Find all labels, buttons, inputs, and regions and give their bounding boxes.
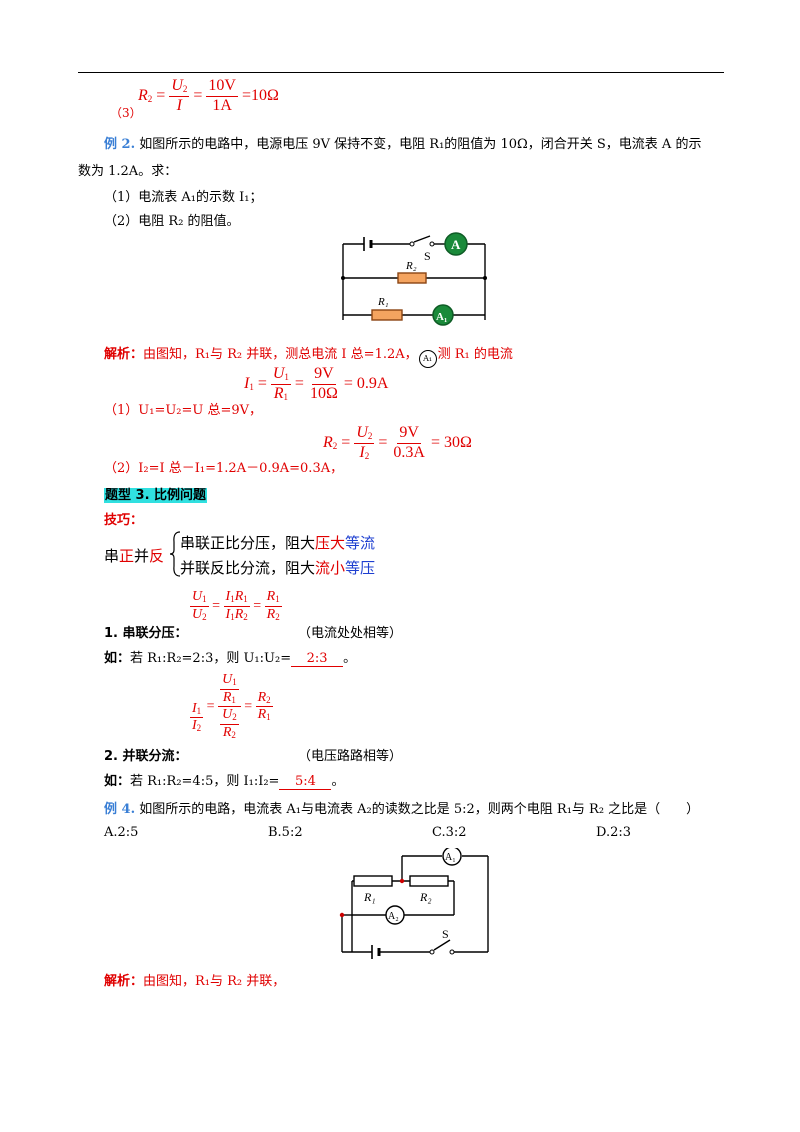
- ammeter-a1-label: A₁: [445, 852, 456, 863]
- parallel-note: （电压路路相等）: [298, 749, 403, 764]
- option-d[interactable]: D.2:3: [596, 825, 632, 840]
- example4-solution: 解析：由图知，R₁与 R₂ 并联，: [104, 974, 286, 989]
- tip-label: 技巧：: [104, 513, 144, 528]
- example2-line2: 数为 1.2A。求：: [78, 164, 178, 179]
- junction-right: [483, 276, 487, 280]
- series-example: 如：若 R₁:R₂=2:3，则 U₁:U₂=2:3。: [104, 651, 357, 667]
- ammeter-a1-icon: [432, 304, 454, 326]
- resistor-r2-label: R₂: [405, 260, 417, 272]
- example4-question: 例 4. 如图所示的电路，电流表 A₁与电流表 A₂的读数之比是 5:2，则两个…: [104, 802, 700, 817]
- ammeter-a1-circle-icon: A₁: [418, 350, 437, 368]
- ammeter-a2-label: A₂: [388, 911, 399, 922]
- resistor-r2: [397, 272, 427, 284]
- ammeter-a1-icon: [442, 848, 462, 866]
- example2-line1: 例 2. 如图所示的电路中，电源电压 9V 保持不变，电阻 R₁的阻值为 10Ω…: [104, 137, 702, 152]
- mnemonic-prefix: 串正并反: [104, 547, 165, 565]
- type3-heading: 题型 3. 比例问题: [104, 488, 208, 503]
- example2-question2: （2）电阻 R₂ 的阻值。: [104, 214, 240, 229]
- rule-series: 串联正比分压，阻大压大等流: [180, 534, 376, 552]
- parallel-title: 2. 并联分流：: [104, 749, 188, 764]
- resistor-r1-label: R₁: [377, 296, 389, 308]
- ammeter-a2-icon: [385, 905, 405, 925]
- switch-contact-left: [429, 949, 435, 955]
- switch-contact-right: [429, 241, 435, 247]
- parallel-example: 如：若 R₁:R₂=4:5，则 I₁:I₂=5:4。: [104, 774, 345, 790]
- switch-contact-right: [449, 949, 455, 955]
- junction-left: [339, 912, 345, 918]
- junction-middle: [399, 878, 405, 884]
- ammeter-a1-label: A₁: [436, 311, 447, 323]
- ammeter-a-icon: [444, 232, 468, 256]
- example4-circuit-diagram: R₁ R₂ A₁ A₂ S: [339, 848, 489, 959]
- example2-step1: （1）U₁=U₂=U 总=9V，: [104, 403, 263, 418]
- option-c[interactable]: C.3:2: [432, 825, 467, 840]
- rule-parallel: 并联反比分流，阻大流小等压: [180, 559, 376, 577]
- switch-label: S: [442, 927, 449, 941]
- resistor-r2: [409, 875, 449, 887]
- resistor-r1-label: R₁: [363, 890, 376, 904]
- resistor-r1: [371, 309, 403, 321]
- series-title: 1. 串联分压：: [104, 626, 188, 641]
- example2-step2: （2）I₂=I 总－I₁=1.2A－0.9A=0.3A，: [104, 461, 344, 476]
- example2-circuit-diagram: S A R₂ R₁ A₁: [341, 232, 487, 326]
- switch-contact-left: [409, 241, 415, 247]
- junction-left: [341, 276, 345, 280]
- option-b[interactable]: B.5:2: [268, 825, 303, 840]
- top-rule: [78, 72, 724, 73]
- series-note: （电流处处相等）: [298, 626, 403, 641]
- part3-label: （3）: [110, 106, 142, 120]
- switch-label: S: [424, 249, 431, 263]
- option-a[interactable]: A.2:5: [104, 825, 139, 840]
- brace-icon: [169, 531, 181, 577]
- example2-question1: （1）电流表 A₁的示数 I₁；: [104, 190, 263, 205]
- resistor-r1: [353, 875, 393, 887]
- resistor-r2-label: R₂: [419, 890, 432, 904]
- ammeter-a-label: A: [451, 237, 461, 252]
